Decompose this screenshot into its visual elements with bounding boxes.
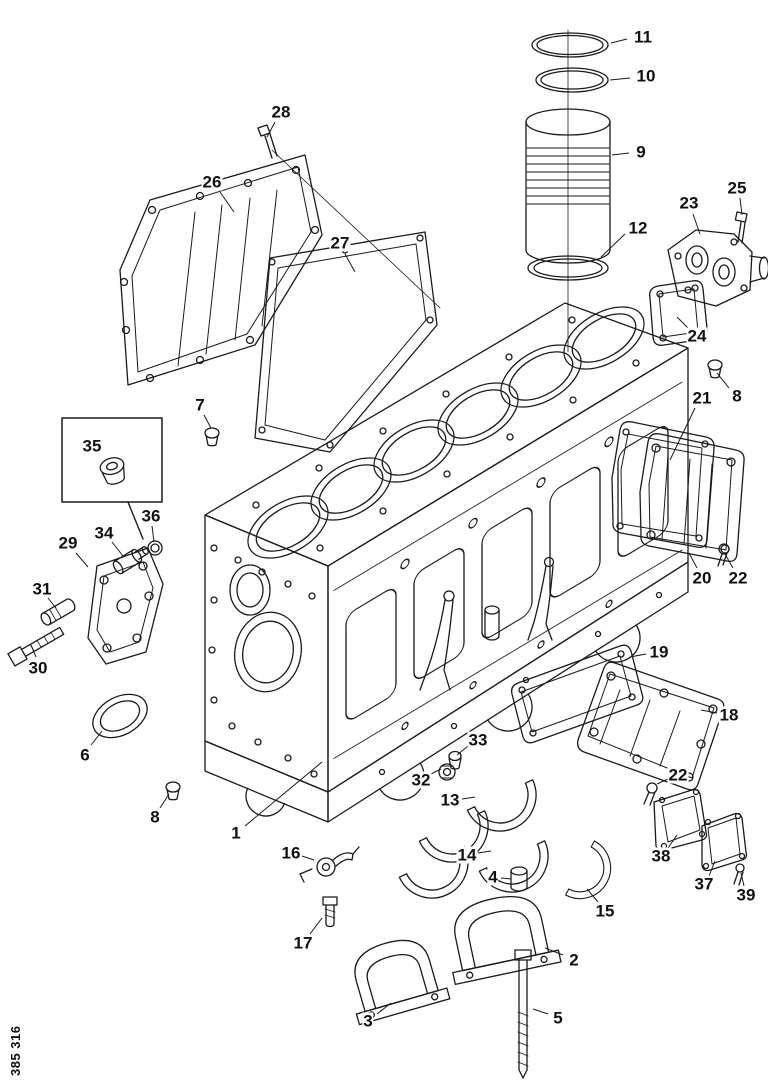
leader-line-32 bbox=[430, 768, 442, 775]
part-12-ring bbox=[527, 255, 609, 281]
part-9-cylinder-liner bbox=[525, 108, 611, 264]
part-8-plug-upper bbox=[707, 359, 723, 379]
part-30-bolt bbox=[7, 626, 65, 667]
part-32-plug bbox=[438, 763, 456, 781]
part-19-gasket bbox=[510, 644, 644, 744]
leader-line-31 bbox=[47, 597, 57, 609]
part-20-cover bbox=[639, 433, 745, 562]
leader-line-17 bbox=[309, 917, 323, 935]
leader-line-39 bbox=[740, 872, 745, 887]
leader-line-37 bbox=[708, 860, 716, 877]
part-22-screw-lower bbox=[643, 782, 658, 806]
part-24-gasket bbox=[649, 280, 708, 346]
leader-line-3 bbox=[376, 1002, 392, 1015]
leader-line-7 bbox=[203, 414, 212, 429]
part-1-crankcase bbox=[204, 302, 689, 823]
leader-line-33 bbox=[456, 745, 469, 756]
part-23-housing bbox=[667, 229, 768, 307]
leader-line-24 bbox=[676, 316, 690, 330]
part-6-seal bbox=[92, 693, 148, 739]
drawing-reference-number: 385 316 bbox=[8, 1025, 23, 1077]
part-14-bearing-shells bbox=[398, 840, 561, 911]
part-11-ring bbox=[531, 32, 609, 58]
leader-line-30 bbox=[30, 644, 37, 658]
leader-line-2 bbox=[544, 947, 564, 956]
part-18-cover bbox=[576, 661, 725, 791]
part-17-valve bbox=[322, 896, 338, 928]
leader-line-18 bbox=[700, 709, 718, 714]
leader-lines bbox=[30, 38, 745, 1015]
part-37-cover bbox=[701, 812, 748, 872]
leader-line-15 bbox=[586, 888, 599, 903]
part-31-stud bbox=[40, 598, 76, 626]
part-27-gasket bbox=[254, 231, 438, 453]
leader-line-23 bbox=[692, 213, 701, 235]
leader-line-20 bbox=[688, 552, 698, 569]
leader-line-27 bbox=[344, 253, 356, 273]
part-25-bolt bbox=[734, 211, 748, 244]
part-26-cover bbox=[119, 154, 323, 386]
part-38-gasket bbox=[653, 788, 708, 852]
leader-line-19 bbox=[629, 653, 647, 658]
part-15-thrust-washer bbox=[565, 840, 622, 910]
leader-line-6 bbox=[90, 730, 103, 746]
leader-line-9 bbox=[611, 152, 630, 156]
part-39-screw bbox=[733, 863, 745, 886]
leader-line-16 bbox=[301, 855, 315, 861]
leader-line-22 bbox=[724, 553, 734, 569]
leader-line-1 bbox=[244, 761, 323, 827]
part-5-main-bolt bbox=[514, 949, 532, 1079]
part-10-ring bbox=[535, 67, 609, 93]
part-8-plug-lower bbox=[165, 781, 181, 801]
leader-line-29 bbox=[75, 552, 89, 568]
leader-line-38 bbox=[667, 834, 678, 849]
leader-line-13 bbox=[461, 796, 476, 800]
part-16-oil-jet bbox=[299, 846, 360, 883]
leader-line-11 bbox=[610, 38, 628, 44]
leader-line-10 bbox=[609, 77, 631, 81]
leader-line-25 bbox=[739, 197, 743, 216]
part-22-screw-upper bbox=[717, 543, 730, 567]
leader-line-12 bbox=[600, 233, 626, 258]
part-7-plug bbox=[204, 427, 220, 447]
part-28-bolt bbox=[257, 124, 278, 159]
leader-line-21 bbox=[669, 407, 696, 461]
leader-line-22 bbox=[656, 778, 669, 785]
part-2-bearing-cap bbox=[452, 895, 562, 986]
leader-line-4 bbox=[500, 877, 512, 880]
leader-line-26 bbox=[219, 191, 235, 213]
part-34-plug bbox=[112, 546, 149, 575]
leader-line-14 bbox=[477, 850, 492, 854]
part-4-bushing bbox=[510, 866, 528, 892]
part-3-bearing-cap bbox=[354, 939, 451, 1026]
part-13-bearing-shells bbox=[418, 779, 549, 875]
leader-line-36 bbox=[151, 525, 155, 543]
leader-line-8 bbox=[159, 793, 170, 809]
detail-box-35 bbox=[61, 417, 163, 540]
part-29-bracket bbox=[87, 547, 164, 665]
leader-line-34 bbox=[111, 541, 124, 557]
leader-line-8 bbox=[716, 372, 730, 389]
leader-line-5 bbox=[532, 1008, 549, 1015]
leader-line-28 bbox=[266, 121, 276, 138]
